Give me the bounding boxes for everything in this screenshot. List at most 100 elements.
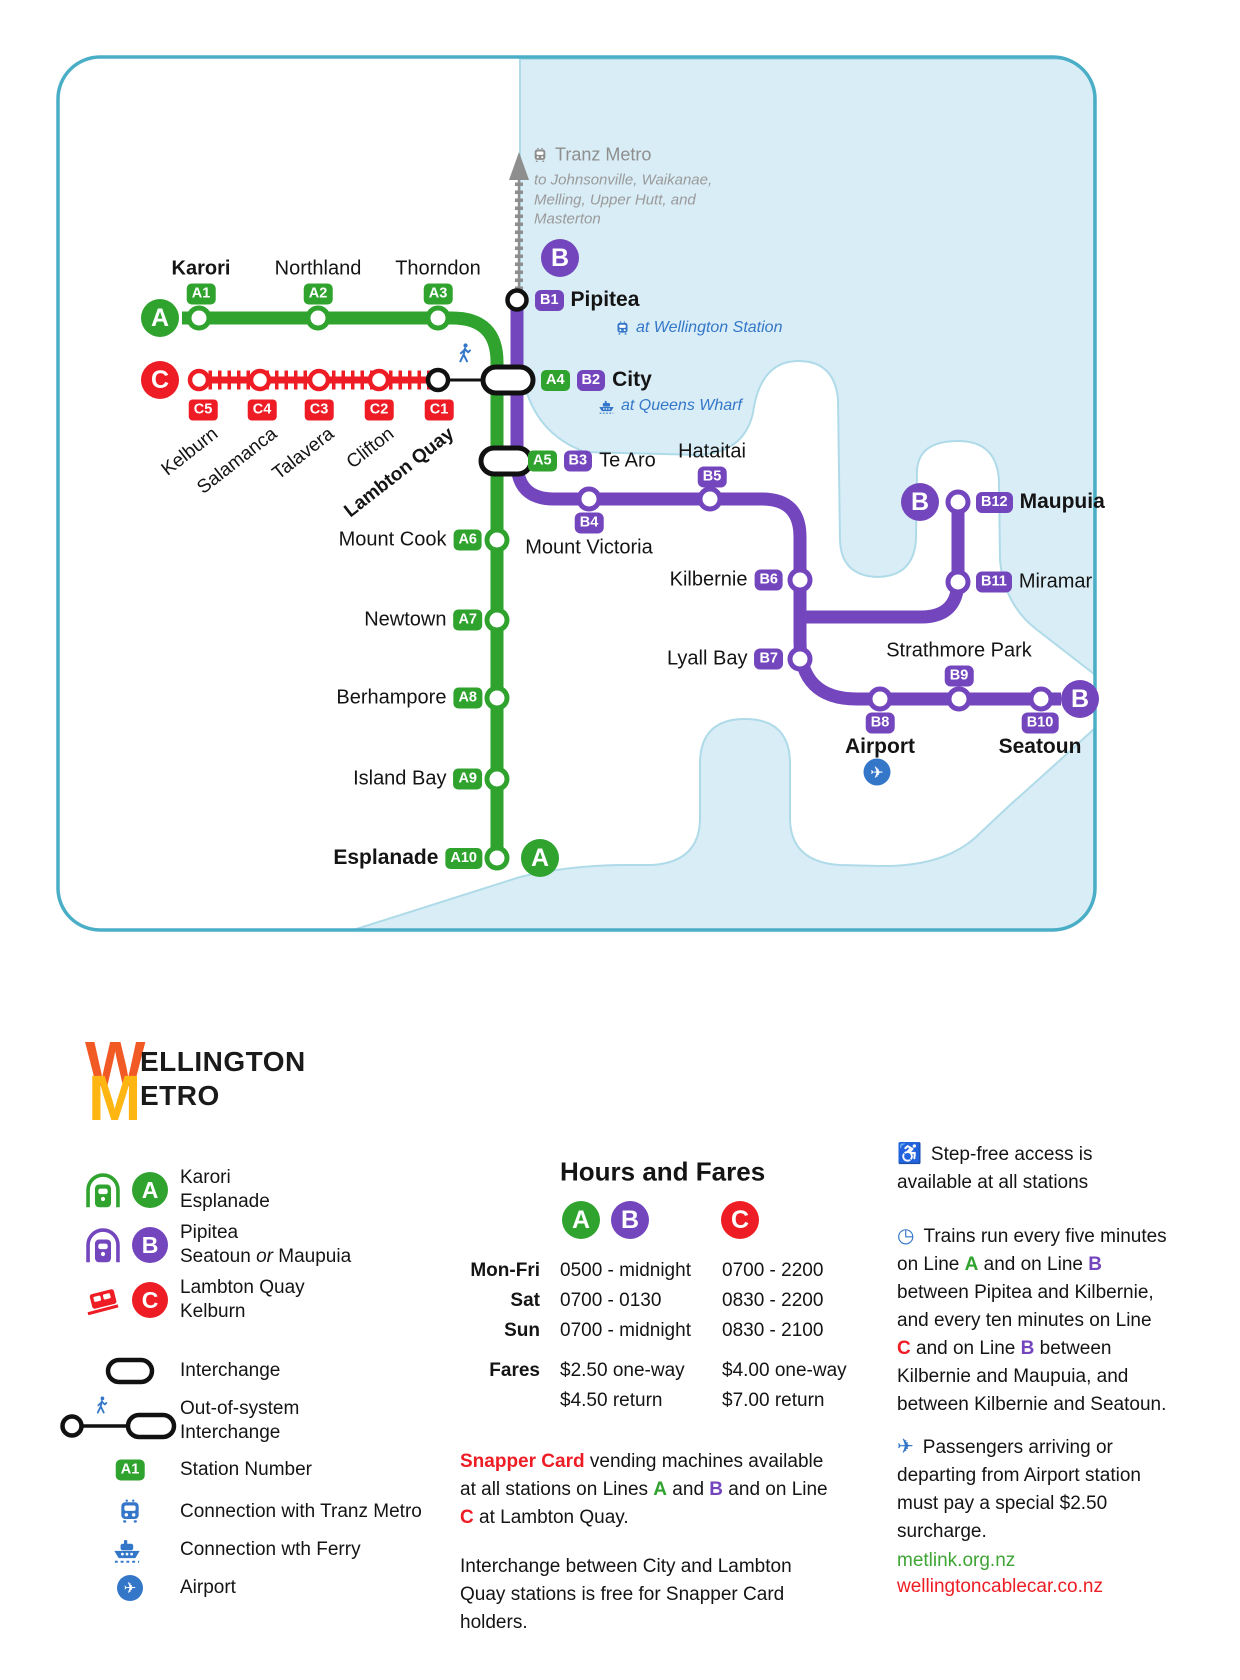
hours-ball-c: C	[721, 1201, 759, 1239]
station-seatoun-badge: B10	[1021, 712, 1059, 734]
line-a-ball-esplanade: A	[521, 839, 559, 877]
tunnel-train-icon-b	[85, 1227, 121, 1263]
legend-station-number-badge: A1	[115, 1459, 145, 1481]
station-te-aro-badge-b: B3	[563, 450, 593, 472]
station-lyall-bay-badge: B7	[754, 648, 783, 670]
legend-ferry-label: Connection wth Ferry	[180, 1539, 361, 1560]
station-mount-cook: Mount Cook A6	[339, 529, 482, 552]
tranz-dest-line2: Melling, Upper Hutt, and	[534, 191, 696, 209]
city-interchange-capsule	[480, 364, 536, 396]
interchange-free-note: Interchange between City and Lambton Qua…	[460, 1556, 792, 1633]
plane-icon: ✈	[897, 1434, 914, 1458]
train-icon	[532, 147, 548, 163]
tranz-metro-label-row: Tranz Metro	[532, 145, 651, 166]
city-note: at Queens Wharf	[598, 397, 742, 415]
ferry-icon	[598, 398, 615, 415]
station-city-label: City	[612, 368, 652, 391]
station-esplanade-label: Esplanade	[333, 846, 439, 869]
tranz-metro-label: Tranz Metro	[555, 144, 652, 165]
ferry-connection-icon	[112, 1535, 142, 1565]
station-strathmore-badge: B9	[944, 665, 974, 687]
hours-row-sat-ab: 0700 - 0130	[560, 1290, 662, 1311]
line-c-stations	[187, 368, 391, 392]
tranz-metro-arrow	[509, 152, 529, 306]
map-panel-border	[56, 55, 1097, 932]
station-esplanade-badge: A10	[445, 847, 482, 869]
legend-ball-c: C	[132, 1282, 168, 1318]
station-airport-badge: B8	[865, 712, 895, 734]
station-berhampore-label: Berhampore	[336, 686, 447, 709]
logo-word-ellington: ELLINGTON	[140, 1046, 306, 1077]
station-karori-badge: A1	[186, 283, 216, 305]
station-kelburn-badge: C5	[188, 399, 218, 421]
airport-icon: ✈	[863, 758, 891, 786]
station-hataitai-label: Hataitai	[678, 440, 746, 463]
tranz-dest-line3: Masterton	[534, 210, 601, 228]
airport-surcharge-note: ✈Passengers arriving or departing from A…	[897, 1434, 1141, 1542]
station-salamanca-badge: C4	[247, 399, 277, 421]
tranz-dest-line1: to Johnsonville, Waikanae,	[534, 171, 713, 189]
hours-row-monfri-label: Mon-Fri	[470, 1260, 540, 1281]
station-island-bay: Island Bay A9	[353, 768, 482, 791]
fares-c-return: $7.00 return	[722, 1390, 825, 1411]
station-clifton-badge: C2	[364, 399, 394, 421]
sea-strait	[349, 717, 1095, 930]
fares-ab-return: $4.50 return	[560, 1390, 663, 1411]
station-thorndon-badge: A3	[423, 283, 453, 305]
station-newtown-label: Newtown	[364, 608, 447, 631]
airport-legend-icon: ✈	[117, 1575, 143, 1601]
legend-line-a-dest2: Esplanade	[180, 1191, 270, 1212]
hours-row-sun-ab: 0700 - midnight	[560, 1320, 691, 1341]
fares-ab-oneway: $2.50 one-way	[560, 1360, 685, 1381]
metlink-link[interactable]: metlink.org.nz	[897, 1550, 1016, 1571]
station-thorndon-label: Thorndon	[395, 257, 481, 280]
station-seatoun-label: Seatoun	[998, 735, 1082, 758]
station-island-bay-label: Island Bay	[353, 767, 447, 790]
station-te-aro: A5 B3 Te Aro	[528, 450, 656, 473]
pipitea-note-text: at Wellington Station	[636, 319, 783, 336]
line-b-ball-north: B	[541, 239, 579, 277]
station-hataitai-badge: B5	[697, 466, 727, 488]
cablecar-link[interactable]: wellingtoncablecar.co.nz	[897, 1576, 1103, 1597]
out-of-system-interchange-icon	[60, 1396, 177, 1440]
legend-ball-a: A	[132, 1172, 168, 1208]
wheelchair-icon: ♿	[897, 1143, 922, 1165]
logo-w: W	[85, 1028, 146, 1100]
clock-icon: ◷	[897, 1225, 915, 1247]
interchange-icon	[105, 1357, 155, 1385]
hours-ball-a: A	[562, 1201, 600, 1239]
station-city-badge-a: A4	[541, 369, 570, 391]
station-lambton-quay-badge: C1	[424, 399, 454, 421]
station-miramar: B11 Miramar	[976, 571, 1092, 594]
line-c-ball-west: C	[141, 361, 179, 399]
city-note-text: at Queens Wharf	[621, 397, 742, 414]
station-island-bay-badge: A9	[453, 768, 482, 790]
station-karori-label: Karori	[171, 257, 231, 280]
legend-out-of-system-label: Out-of-system Interchange	[180, 1398, 300, 1443]
legend-line-b-dest1: Pipitea	[180, 1222, 239, 1243]
logo-m: M	[88, 1062, 142, 1134]
hours-row-monfri-ab: 0500 - midnight	[560, 1260, 691, 1281]
logo-word-etro: ETRO	[140, 1080, 220, 1111]
legend-interchange-label: Interchange	[180, 1360, 281, 1381]
station-esplanade: Esplanade A10	[333, 846, 482, 870]
snapper-card-note: Snapper Card vending machines available …	[460, 1451, 828, 1528]
line-b-path	[510, 300, 1061, 706]
station-northland-label: Northland	[274, 257, 362, 280]
station-maupuia-label: Maupuia	[1019, 490, 1105, 513]
station-lyall-bay-label: Lyall Bay	[667, 647, 748, 670]
station-pipitea: B1 Pipitea	[535, 288, 639, 312]
legend-line-a-label: Karori Esplanade	[180, 1166, 270, 1214]
svg-text:✈: ✈	[870, 763, 883, 782]
station-berhampore: Berhampore A8	[336, 687, 482, 710]
station-city-badge-b: B2	[576, 369, 606, 391]
line-a-stations	[186, 305, 510, 871]
station-berhampore-badge: A8	[453, 687, 482, 709]
station-mount-cook-label: Mount Cook	[338, 528, 447, 551]
station-kilbernie: Kilbernie B6	[670, 569, 783, 592]
station-newtown: Newtown A7	[364, 609, 482, 632]
hours-ball-b: B	[611, 1201, 649, 1239]
fares-c-oneway: $4.00 one-way	[722, 1360, 847, 1381]
station-mount-cook-badge: A6	[453, 529, 482, 551]
hours-row-sat-c: 0830 - 2200	[722, 1290, 824, 1311]
